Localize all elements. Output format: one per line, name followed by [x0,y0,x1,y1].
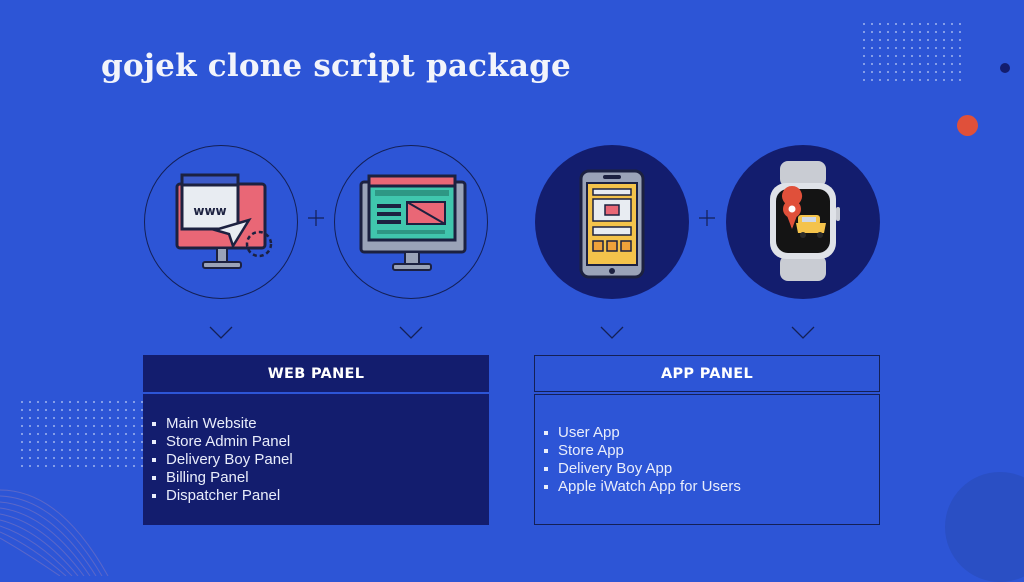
list-item: Delivery Boy Panel [151,451,293,469]
app-panel-list: User App Store App Delivery Boy App Appl… [534,394,880,525]
dot-grid-left [20,400,144,470]
slide-title: gojek clone script package [101,48,571,84]
web-circle-admin [334,145,488,299]
chevron-down-icon [209,326,233,339]
svg-text:www: www [193,204,226,218]
website-monitor-icon: www [175,173,273,269]
plus-icon [308,210,324,226]
web-layout-monitor-icon [359,174,467,271]
list-item: Billing Panel [151,469,293,487]
list-item: Store Admin Panel [151,433,293,451]
list-item: Dispatcher Panel [151,487,293,505]
chevron-down-icon [791,326,815,339]
dot-grid-top-right [862,22,962,82]
red-dot-decoration [957,115,978,136]
list-item: Delivery Boy App [543,460,741,478]
wave-lines-decoration [0,489,109,576]
app-circle-mobile [535,145,689,299]
corner-circle-decoration [945,472,1024,582]
smartwatch-taxi-icon [770,161,840,281]
list-item: Main Website [151,415,293,433]
plus-icon [699,210,715,226]
chevron-down-icon [399,326,423,339]
list-item: User App [543,424,741,442]
chevron-down-icon [600,326,624,339]
list-item: Apple iWatch App for Users [543,478,741,496]
mobile-app-icon [579,169,645,279]
web-panel-list: Main Website Store Admin Panel Delivery … [143,394,489,525]
web-panel-heading: WEB PANEL [143,355,489,392]
navy-dot-decoration [1000,63,1010,73]
list-item: Store App [543,442,741,460]
app-panel-heading: APP PANEL [534,355,880,392]
app-circle-watch [726,145,880,299]
web-circle-website: www [144,145,298,299]
